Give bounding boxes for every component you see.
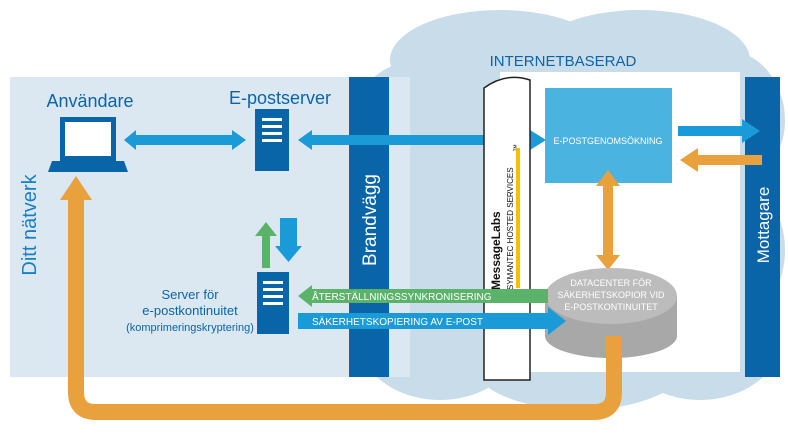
- continuity-server-icon: [257, 272, 289, 334]
- green-up-arrow-icon: [255, 222, 277, 268]
- mailserver-label: E-postserver: [229, 88, 331, 108]
- datacenter-line2: SÄKERHETSKOPIOR VID: [557, 290, 665, 300]
- restore-sync-arrow: [298, 285, 548, 307]
- continuity-server-line2: e-postkontinuitet: [142, 303, 238, 318]
- firewall-label: Brandvägg: [360, 174, 381, 266]
- backup-arrow: [298, 307, 566, 335]
- your-network-label: Ditt nätverk: [19, 173, 41, 275]
- laptop-icon: [48, 117, 128, 172]
- mailserver-icon: [255, 109, 289, 171]
- arrow-user-mailserver: [124, 130, 246, 150]
- restore-sync-label: ÅTERSTÄLLNINGSSYNKRONISERING: [312, 290, 492, 303]
- continuity-server-line1: Server för: [161, 287, 219, 302]
- blue-down-arrow-icon: [275, 218, 302, 262]
- arrow-scanning-datacenter: [596, 170, 620, 270]
- scanning-box: [545, 88, 672, 183]
- continuity-activated-arrow: [68, 198, 622, 420]
- recipient-label: Mottagare: [754, 187, 773, 264]
- user-label: Användare: [46, 91, 133, 111]
- datacenter-line3: E-POSTKONTINUITET: [564, 302, 658, 312]
- messagelabs-logo: MessageLabs SYMANTEC HOSTED SERVICES ™: [483, 76, 531, 381]
- continuity-server-line3: (komprimeringskryptering): [126, 322, 254, 334]
- brand-tm: ™: [512, 144, 521, 152]
- brand-sub: SYMANTEC HOSTED SERVICES: [506, 167, 515, 290]
- arrow-recipient-scanning-orange: [680, 148, 762, 172]
- scanning-label: E-POSTGENOMSÖKNING: [553, 136, 662, 146]
- continuity-activated-label: E-POSTKONTINUITET HAR AKTIVERATS: [249, 422, 441, 433]
- arrow-scanning-recipient-blue: [678, 119, 760, 143]
- datacenter-line1: DATACENTER FÖR: [570, 278, 652, 288]
- brand-name: MessageLabs: [489, 211, 503, 290]
- continuity-arrowhead: [60, 176, 92, 200]
- internet-label: INTERNETBASERAD: [490, 53, 637, 70]
- backup-label: SÄKERHETSKOPIERING AV E-POST: [312, 316, 483, 328]
